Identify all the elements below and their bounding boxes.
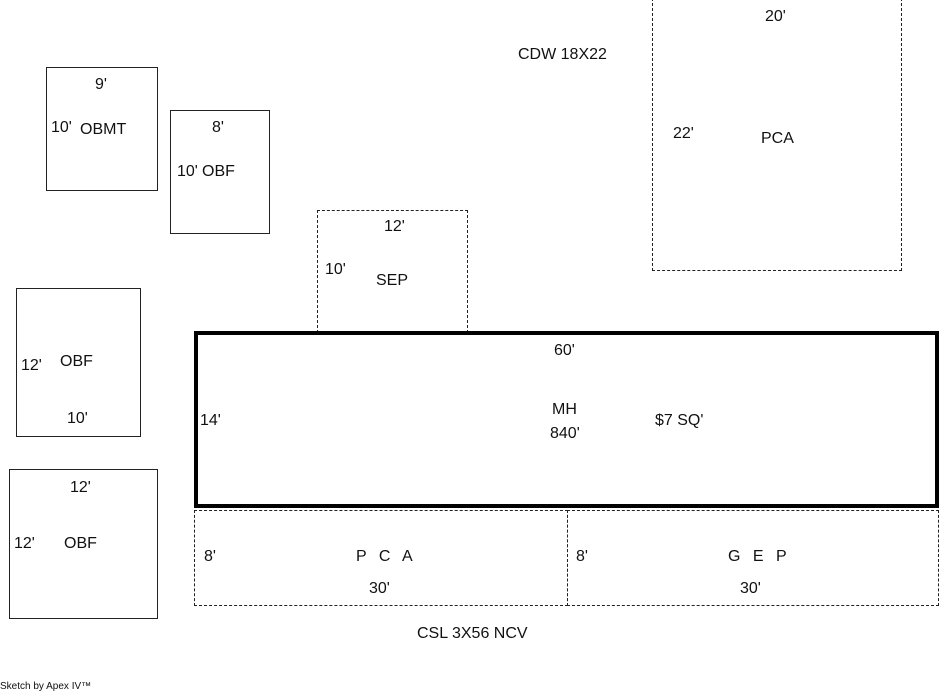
obmt-code-label: OBMT (80, 121, 127, 138)
obf-left-bottom-outline (9, 469, 158, 619)
pca-top-width-label: 20' (765, 8, 786, 25)
obf-left-mid-outline (16, 288, 141, 437)
pca-bottom-depth-label: 8' (204, 548, 216, 565)
obf-8x10-width-label: 8' (212, 119, 224, 136)
mh-depth-label: 14' (200, 412, 221, 429)
pca-bottom-length-label: 30' (369, 580, 390, 597)
mh-outline (194, 331, 939, 508)
pca-bottom-code-label: P C A (356, 548, 417, 565)
mh-area-label: 840' (550, 425, 580, 442)
mh-code-label: MH (552, 401, 577, 418)
csl-annotation: CSL 3X56 NCV (417, 625, 528, 642)
obf-left-mid-width-label: 10' (67, 410, 88, 427)
gep-length-label: 30' (740, 580, 761, 597)
gep-depth-label: 8' (576, 548, 588, 565)
sketch-credit: Sketch by Apex IV™ (0, 681, 92, 692)
sep-code-label: SEP (376, 272, 409, 289)
pca-top-outline (652, 0, 902, 271)
mh-length-label: 60' (554, 342, 575, 359)
pca-top-depth-label: 22' (673, 125, 694, 142)
obf-8x10-code-label: OBF (202, 163, 235, 180)
obf-left-mid-depth-label: 12' (21, 357, 42, 374)
cdw-annotation: CDW 18X22 (518, 46, 607, 63)
obf-left-bottom-depth-label: 12' (14, 535, 35, 552)
sep-depth-label: 10' (325, 261, 346, 278)
sep-width-label: 12' (384, 218, 405, 235)
obf-left-bottom-width-label: 12' (70, 479, 91, 496)
obmt-width-label: 9' (95, 76, 107, 93)
gep-code-label: G E P (728, 548, 791, 565)
obmt-outline (46, 67, 158, 191)
obf-left-mid-code-label: OBF (60, 353, 93, 370)
mh-rate-label: $7 SQ' (655, 412, 704, 429)
obf-8x10-outline (170, 110, 270, 234)
pca-top-code-label: PCA (761, 130, 794, 147)
obf-left-bottom-code-label: OBF (64, 535, 97, 552)
obmt-depth-label: 10' (51, 119, 72, 136)
obf-8x10-depth-label: 10' (177, 163, 198, 180)
